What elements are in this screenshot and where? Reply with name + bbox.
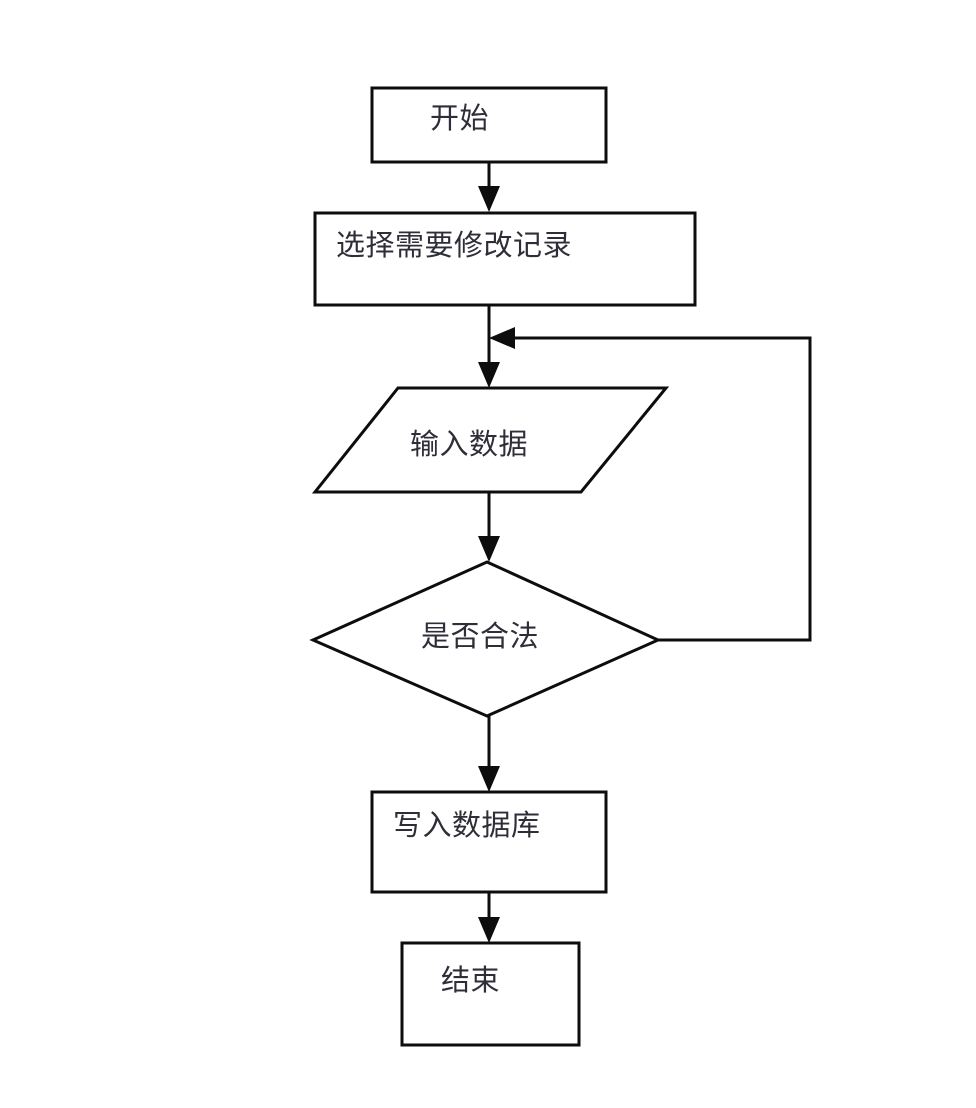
edge-select-record-to-input-data xyxy=(478,305,500,388)
arrow-head-down xyxy=(478,362,500,388)
node-end-label: 结束 xyxy=(441,965,501,997)
arrow-head-down xyxy=(478,536,500,562)
node-select-record-label: 选择需要修改记录 xyxy=(336,230,573,262)
node-write-db-label: 写入数据库 xyxy=(393,810,541,842)
edge-start-to-select-record xyxy=(478,162,500,212)
edge-input-data-to-is-valid xyxy=(478,492,500,562)
node-is-valid-label: 是否合法 xyxy=(421,621,540,653)
node-input-data-shape[interactable] xyxy=(311,386,670,494)
node-end-shape[interactable] xyxy=(400,941,581,1047)
node-start-label: 开始 xyxy=(430,103,490,135)
edge-decision-loopback-to-input-data xyxy=(489,327,812,642)
node-write-db-shape[interactable] xyxy=(370,790,608,894)
arrow-head-left xyxy=(489,327,515,349)
node-input-data-label: 输入数据 xyxy=(410,429,529,461)
arrow-head-down xyxy=(478,766,500,792)
arrow-head-down xyxy=(478,186,500,212)
edge-is-valid-to-write-db xyxy=(478,716,500,792)
node-select-record-shape[interactable] xyxy=(313,211,697,307)
node-start-shape[interactable] xyxy=(370,86,608,164)
arrow-head-down xyxy=(478,917,500,943)
edge-write-db-to-end xyxy=(478,892,500,943)
node-is-valid-shape[interactable] xyxy=(309,560,662,718)
